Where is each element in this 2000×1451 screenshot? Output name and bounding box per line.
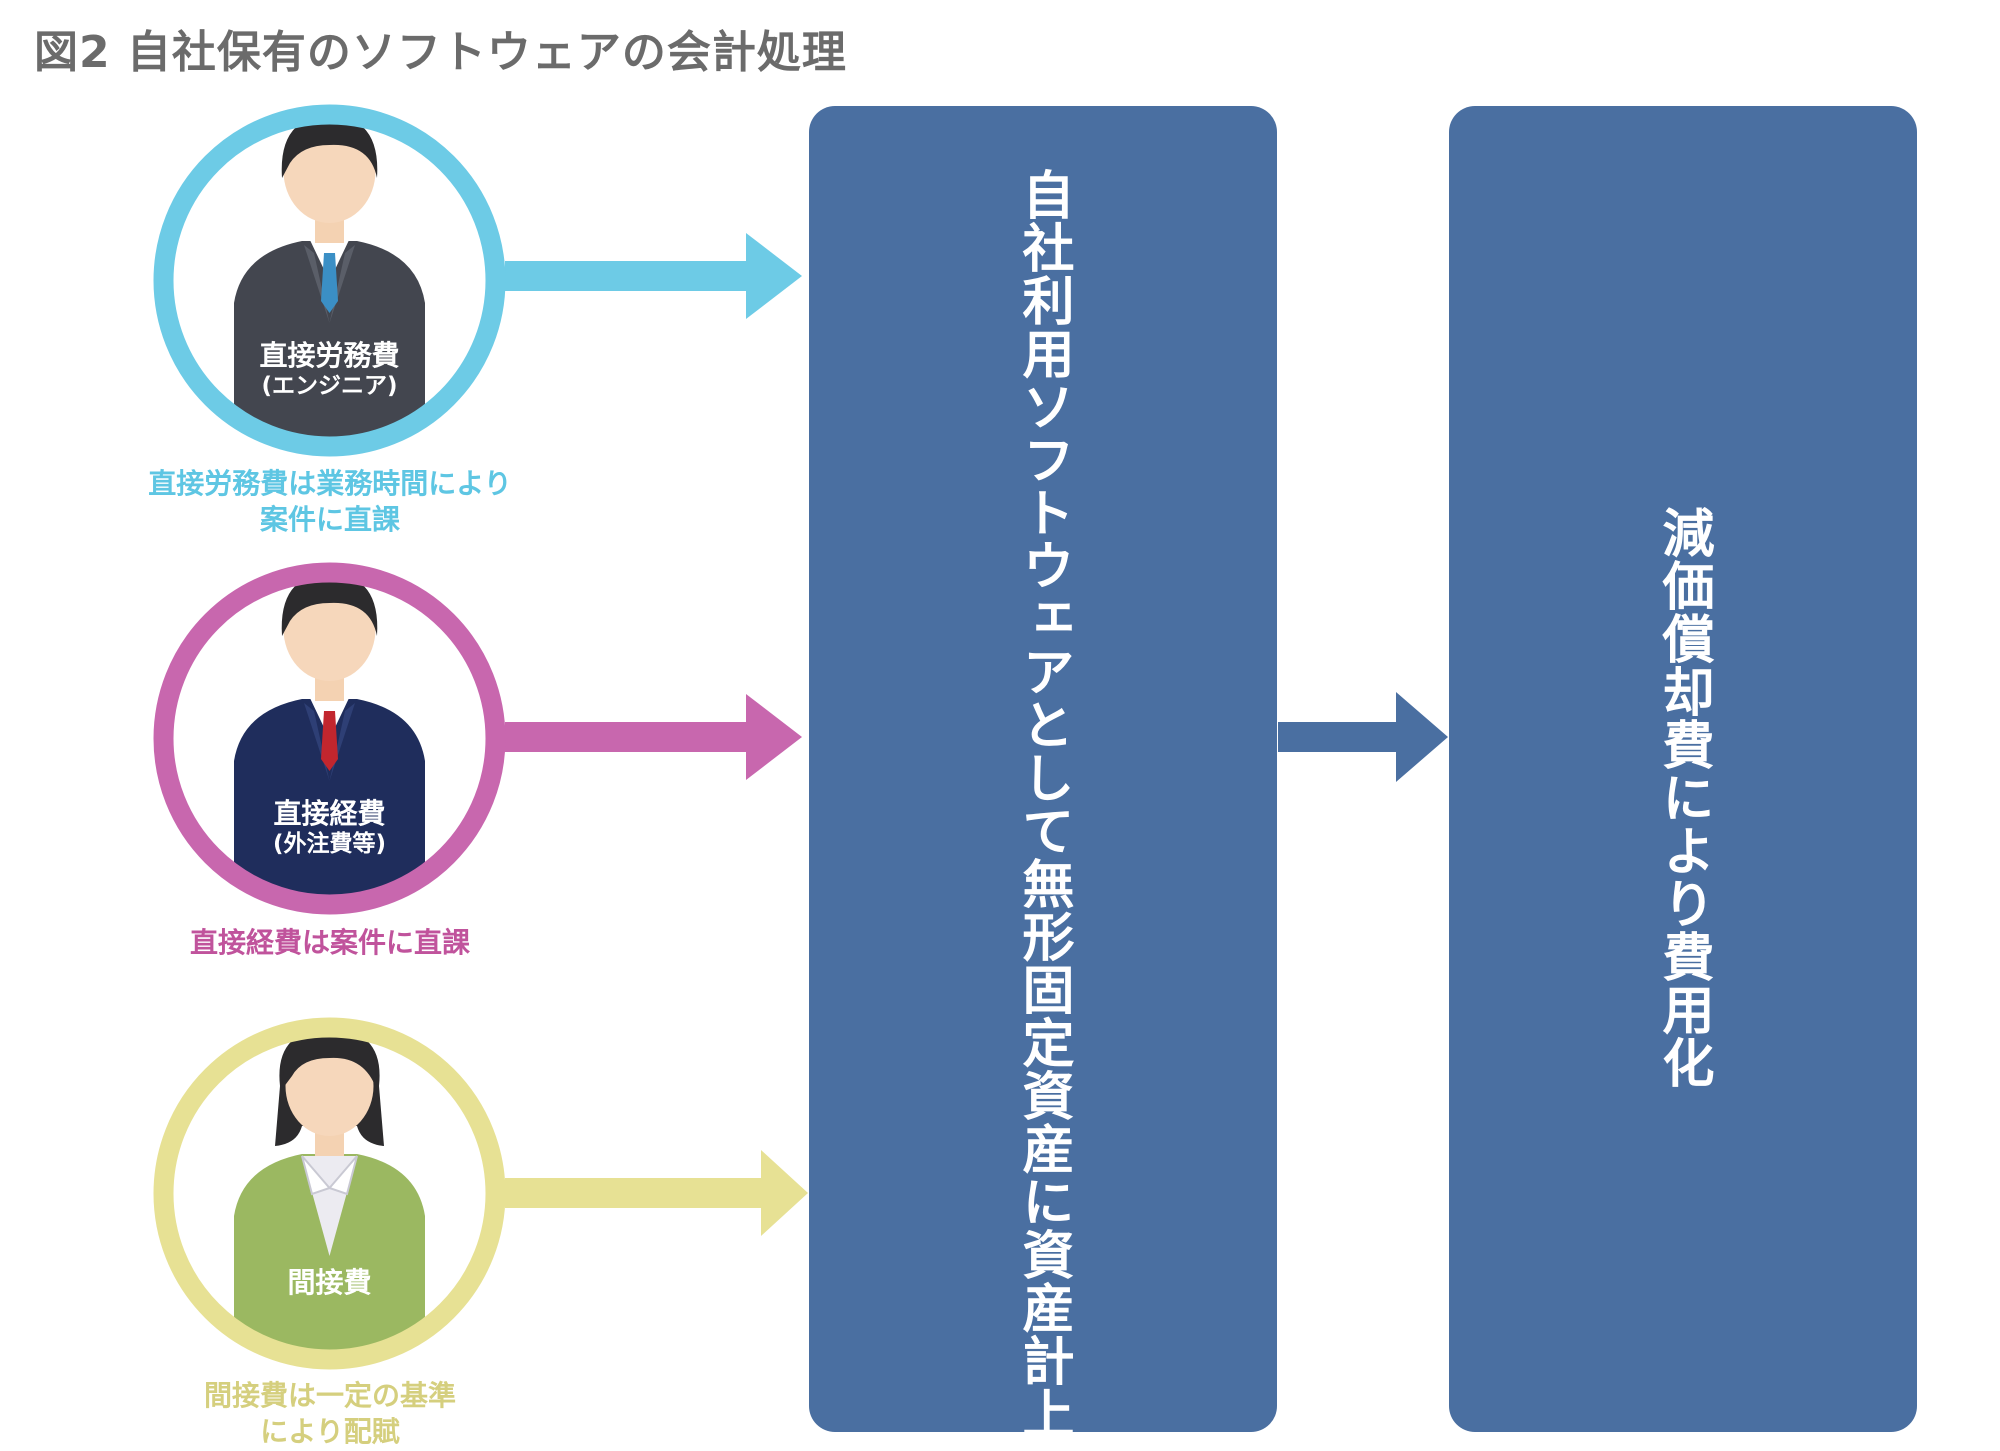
engineer-person-icon — [153, 104, 506, 457]
engineer-note-line2: 案件に直課 — [259, 503, 400, 537]
outsourcer-circle: 直接経費 (外注費等) — [152, 561, 507, 916]
engineer-circle: 直接労務費 (エンジニア) — [152, 103, 507, 458]
depreciation-box: 減価償却費により費用化 — [1449, 106, 1917, 1432]
outsourcer-label: 直接経費 — [273, 797, 386, 830]
asset-capitalization-text: 自社利用ソフトウェアとして無形固定資産に資産計上 — [1013, 168, 1073, 1440]
engineer-sublabel: (エンジニア) — [261, 372, 398, 399]
overhead-badge: 間接費 — [152, 1266, 507, 1300]
overhead-circle: 間接費 — [152, 1016, 507, 1371]
arrow-overhead-to-asset — [505, 1150, 808, 1236]
engineer-note-line1: 直接労務費は業務時間により — [148, 467, 512, 500]
depreciation-text: 減価償却費により費用化 — [1653, 506, 1713, 1089]
overhead-note-line2: により配賦 — [260, 1415, 400, 1449]
engineer-badge: 直接労務費 (エンジニア) — [152, 339, 507, 400]
arrow-asset-to-expense — [1278, 692, 1448, 782]
engineer-note: 直接労務費は業務時間により 案件に直課 — [110, 466, 550, 539]
engineer-label: 直接労務費 — [259, 339, 400, 372]
arrow-outsource-to-asset — [505, 694, 802, 780]
outsourcer-person-icon — [153, 562, 506, 915]
outsourcer-sublabel: (外注費等) — [272, 830, 387, 857]
outsourcer-note-line1: 直接経費は案件に直課 — [189, 926, 470, 959]
staff-person-icon — [153, 1017, 506, 1370]
outsourcer-badge: 直接経費 (外注費等) — [152, 797, 507, 858]
outsourcer-note: 直接経費は案件に直課 — [110, 925, 550, 961]
overhead-note-line1: 間接費は一定の基準 — [203, 1379, 456, 1412]
figure-title: 図2 自社保有のソフトウェアの会計処理 — [34, 27, 847, 78]
asset-capitalization-box: 自社利用ソフトウェアとして無形固定資産に資産計上 — [809, 106, 1277, 1440]
arrow-engineer-to-asset — [505, 233, 802, 319]
overhead-label: 間接費 — [287, 1266, 372, 1299]
